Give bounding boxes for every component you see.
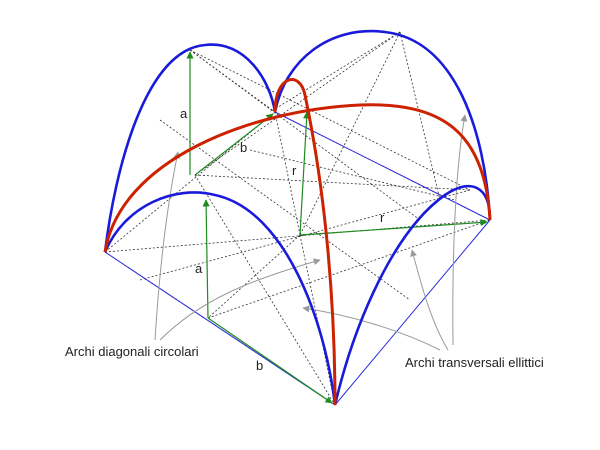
label-a-front: a [195, 261, 203, 276]
label-r-vertical: r [292, 163, 297, 178]
diagonal-arches [103, 78, 492, 406]
label-b-top: b [240, 140, 247, 155]
pointer-lines [154, 114, 468, 351]
label-r-horizontal: r [380, 210, 385, 225]
caption-transverse-arches: Archi transversali ellittici [405, 355, 544, 370]
caption-diagonal-arches: Archi diagonali circolari [65, 344, 199, 359]
label-a-top: a [180, 106, 188, 121]
dimension-lines [186, 51, 488, 404]
transverse-arches [103, 29, 492, 406]
label-b-front: b [256, 358, 263, 373]
